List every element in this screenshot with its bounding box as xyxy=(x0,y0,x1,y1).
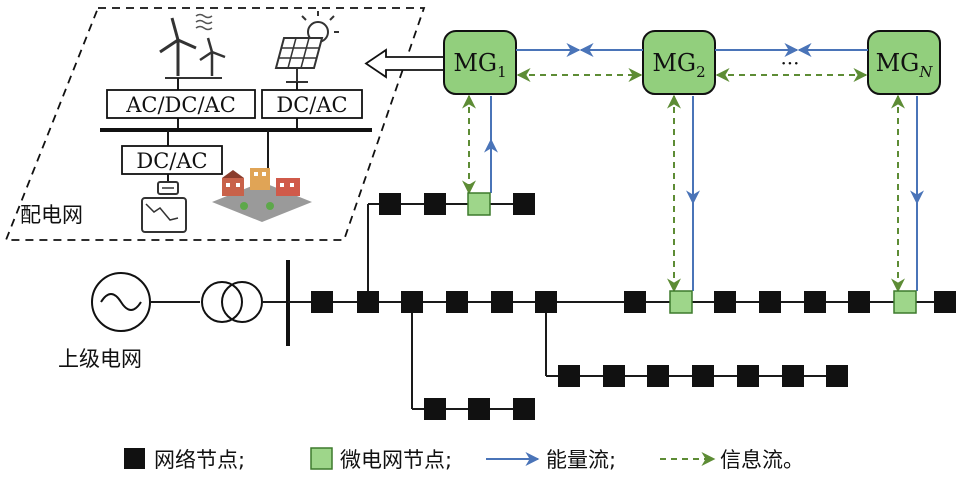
network-node xyxy=(535,291,557,313)
lower-branch1-nodes xyxy=(558,365,848,387)
converter-acdcac-label: AC/DC/AC xyxy=(125,93,236,117)
microgrid-node-1 xyxy=(467,192,491,216)
network-node xyxy=(513,193,535,215)
wind-turbine-icon xyxy=(159,13,226,79)
microgrid-1: MG1 xyxy=(443,30,517,95)
converter-dcac-storage-label: DC/AC xyxy=(136,149,207,173)
network-node xyxy=(424,398,446,420)
microgrid-n-box xyxy=(867,30,941,95)
network-node xyxy=(379,193,401,215)
converter-acdcac-box xyxy=(106,89,256,119)
network-node xyxy=(558,365,580,387)
ac-source-icon xyxy=(91,272,151,332)
lower-branch2-nodes xyxy=(424,398,535,420)
transformer-icon xyxy=(201,281,263,323)
network-node xyxy=(624,291,646,313)
network-node xyxy=(603,365,625,387)
microgrid-node-n xyxy=(893,290,917,314)
legend-network-node-label: 网络节点; xyxy=(154,448,245,472)
city-load-icon xyxy=(212,168,312,222)
battery-storage-icon xyxy=(141,181,187,233)
solar-panel-icon xyxy=(274,11,339,83)
network-node xyxy=(782,365,804,387)
legend-network-node-swatch xyxy=(124,448,145,469)
microgrid-ellipsis: ··· xyxy=(780,51,799,75)
network-node xyxy=(357,291,379,313)
microgrid-1-label: MG1 xyxy=(453,49,506,81)
distribution-network-region xyxy=(4,7,426,241)
network-node xyxy=(401,291,423,313)
legend-microgrid-node-label: 微电网节点; xyxy=(340,448,452,472)
converter-dcac-pv-label: DC/AC xyxy=(276,93,347,117)
converter-dcac-pv-box xyxy=(261,89,363,119)
network-node xyxy=(848,291,870,313)
network-node xyxy=(513,398,535,420)
network-node xyxy=(759,291,781,313)
microgrid-n-label: MGN xyxy=(876,49,934,81)
main-feeder-nodes xyxy=(311,290,956,314)
legend-microgrid-node-swatch xyxy=(310,447,333,470)
network-node xyxy=(826,365,848,387)
network-node xyxy=(491,291,513,313)
network-node xyxy=(934,291,956,313)
network-node xyxy=(737,365,759,387)
network-node xyxy=(446,291,468,313)
microgrid-1-box xyxy=(443,30,517,95)
mg-to-distribution-arrow xyxy=(364,48,445,79)
microgrid-n: MGN xyxy=(867,30,941,95)
network-node xyxy=(647,365,669,387)
legend-info-flow-label: 信息流。 xyxy=(720,448,804,472)
microgrid-2-box xyxy=(642,30,716,95)
network-node xyxy=(468,398,490,420)
legend: 网络节点; 微电网节点; 能量流; 信息流。 xyxy=(124,447,804,472)
legend-energy-flow-label: 能量流; xyxy=(546,448,616,472)
microgrid-2: MG2 xyxy=(642,30,716,95)
network-node xyxy=(311,291,333,313)
microgrid-node-2 xyxy=(669,290,693,314)
microgrid-2-label: MG2 xyxy=(652,49,705,81)
network-node xyxy=(714,291,736,313)
network-node xyxy=(804,291,826,313)
network-node xyxy=(692,365,714,387)
upper-branch-nodes xyxy=(379,192,535,216)
network-node xyxy=(424,193,446,215)
converter-dcac-storage-box xyxy=(121,145,223,175)
distribution-network-label: 配电网 xyxy=(20,203,83,227)
upper-grid-label: 上级电网 xyxy=(58,347,142,371)
